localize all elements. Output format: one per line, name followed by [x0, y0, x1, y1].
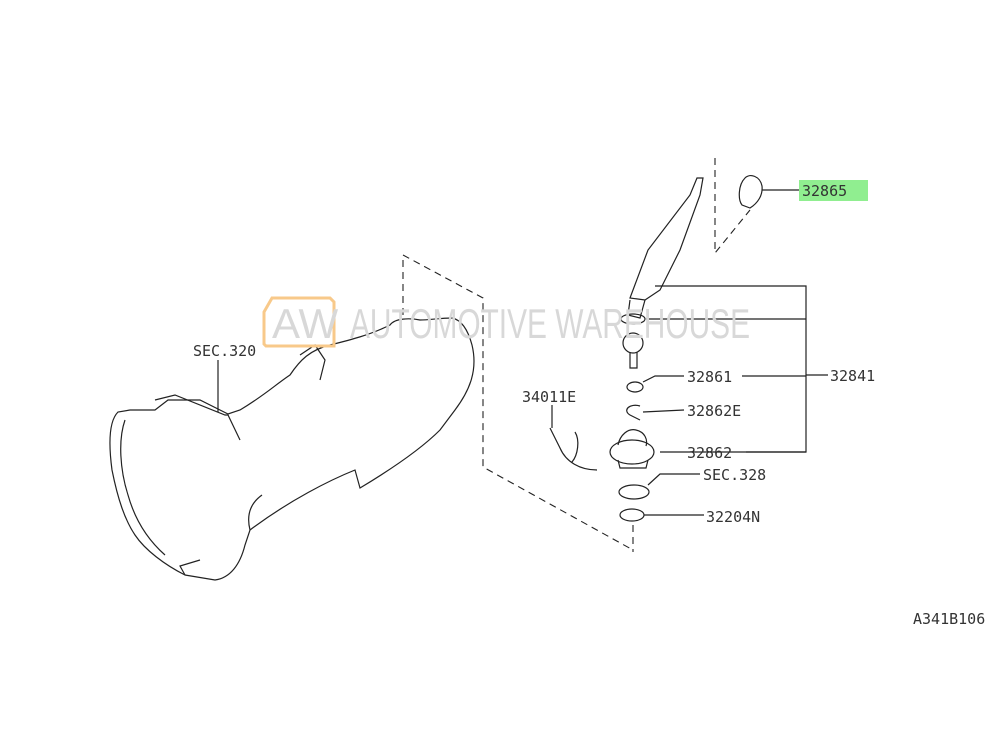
highlight-32865 [799, 180, 868, 201]
diagram-id: A341B106 [913, 610, 985, 628]
part-label-32861[interactable]: 32861 [687, 368, 732, 386]
part-label-32865[interactable]: 32865 [802, 182, 847, 200]
part-label-sec320[interactable]: SEC.320 [193, 342, 256, 360]
watermark-logo-text: AW [272, 300, 338, 347]
bushing-drawing [626, 381, 644, 393]
shift-knob-drawing [738, 175, 763, 209]
part-label-32862[interactable]: 32862 [687, 444, 732, 462]
watermark: AW AUTOMOTIVE WAREHOUSE [262, 296, 750, 348]
part-label-34011E[interactable]: 34011E [522, 388, 576, 406]
part-label-32862E[interactable]: 32862E [687, 402, 741, 420]
watermark-logo-box [262, 296, 336, 348]
part-label-sec328[interactable]: SEC.328 [703, 466, 766, 484]
boot-drawing [609, 429, 655, 469]
part-label-32204N[interactable]: 32204N [706, 508, 760, 526]
snap-ring-drawing [618, 484, 650, 500]
clip-drawing [626, 404, 641, 421]
transmission-drawing [109, 317, 475, 581]
leader-lines [217, 189, 828, 516]
circlip-drawing [619, 508, 645, 522]
shift-lever-drawing [620, 177, 704, 369]
harness-drawing [549, 427, 598, 471]
part-label-32841[interactable]: 32841 [830, 367, 875, 385]
dashed-guide-left [402, 254, 634, 551]
watermark-text: AUTOMOTIVE WAREHOUSE [350, 300, 750, 347]
